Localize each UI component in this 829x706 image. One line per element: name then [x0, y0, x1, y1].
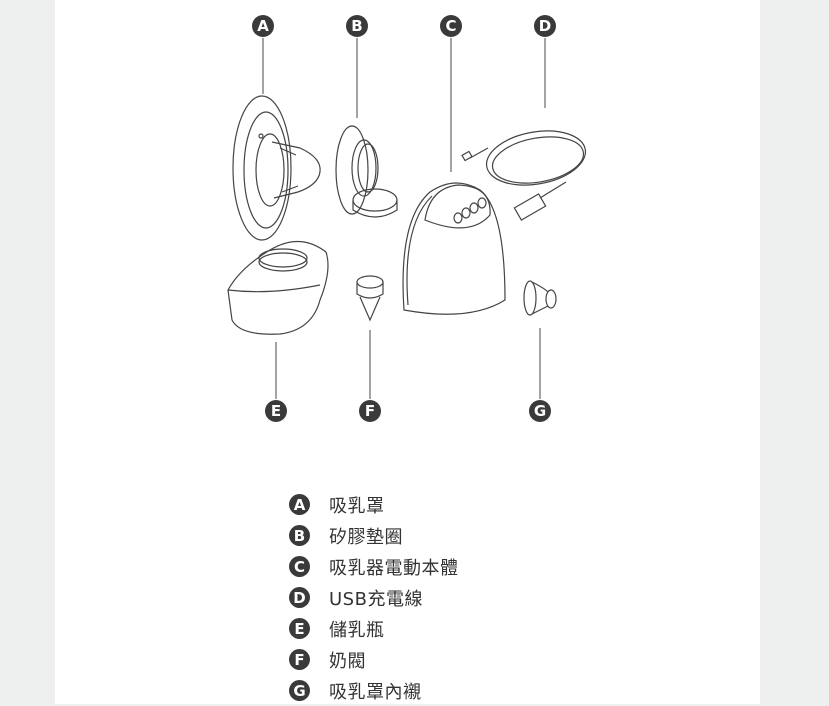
marker-b: B: [346, 15, 368, 37]
part-name: 吸乳罩: [329, 495, 385, 517]
legend-item: D USB充電線: [289, 582, 459, 613]
legend-item: G 吸乳罩內襯: [289, 675, 459, 706]
marker-e: E: [265, 400, 287, 422]
letter-badge: D: [289, 587, 310, 608]
marker-g: G: [529, 400, 551, 422]
part-name: 矽膠墊圈: [329, 526, 403, 548]
milk-bottle-drawing: [227, 240, 329, 335]
legend-item: C 吸乳器電動本體: [289, 551, 459, 582]
part-name: 吸乳罩內襯: [329, 681, 422, 703]
motor-body-drawing: [402, 182, 506, 315]
part-name: 吸乳器電動本體: [329, 557, 459, 579]
marker-c: C: [440, 15, 462, 37]
letter-badge: B: [289, 525, 310, 546]
marker-a: A: [252, 15, 274, 37]
letter-badge: E: [289, 618, 310, 639]
legend-item: A 吸乳罩: [289, 489, 459, 520]
letter-badge: C: [289, 556, 310, 577]
leader-lines: [262, 38, 546, 399]
legend-item: E 儲乳瓶: [289, 613, 459, 644]
part-name: 奶閥: [329, 650, 366, 672]
usb-cable-drawing: [461, 130, 587, 221]
manual-page: [55, 0, 760, 704]
letter-badge: G: [289, 680, 310, 701]
valve-drawing: [356, 275, 384, 322]
letter-badge: F: [289, 649, 310, 670]
legend-item: F 奶閥: [289, 644, 459, 675]
shield-insert-drawing: [523, 280, 557, 316]
marker-d: D: [534, 15, 556, 37]
parts-legend: A 吸乳罩 B 矽膠墊圈 C 吸乳器電動本體 D USB充電線 E 儲乳瓶 F 奶閥 G 吸乳…: [289, 489, 459, 706]
breast-shield-drawing: [232, 95, 321, 241]
part-name: 儲乳瓶: [329, 619, 385, 641]
letter-badge: A: [289, 494, 310, 515]
part-name: USB充電線: [329, 588, 423, 610]
legend-item: B 矽膠墊圈: [289, 520, 459, 551]
silicone-gasket-drawing: [335, 125, 398, 218]
marker-f: F: [359, 400, 381, 422]
